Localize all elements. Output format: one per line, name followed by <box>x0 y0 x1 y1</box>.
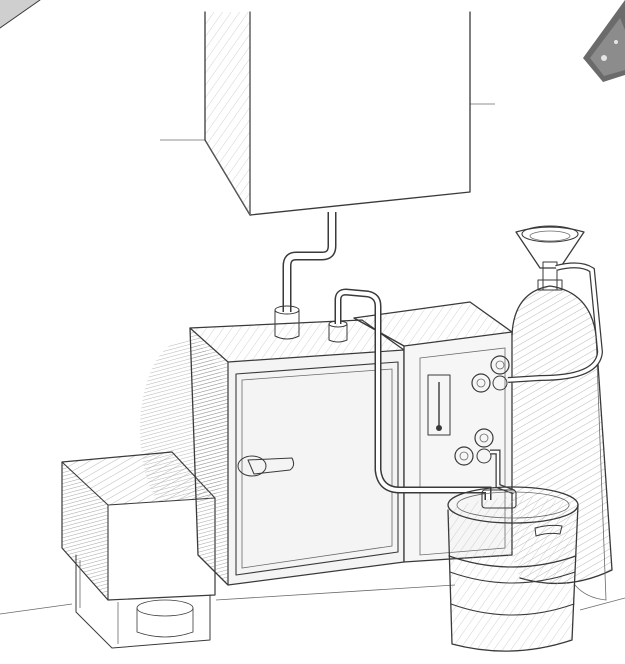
drip-tray-box <box>62 452 215 648</box>
top-left-corner-fragment <box>0 0 40 28</box>
corner-metal-plate <box>583 0 625 82</box>
ceiling-duct <box>205 12 470 216</box>
beer-keg <box>448 487 578 651</box>
flexible-hose <box>287 212 332 312</box>
cylinder-valve[interactable] <box>516 226 584 290</box>
refrigerator-cabinet <box>190 320 404 585</box>
